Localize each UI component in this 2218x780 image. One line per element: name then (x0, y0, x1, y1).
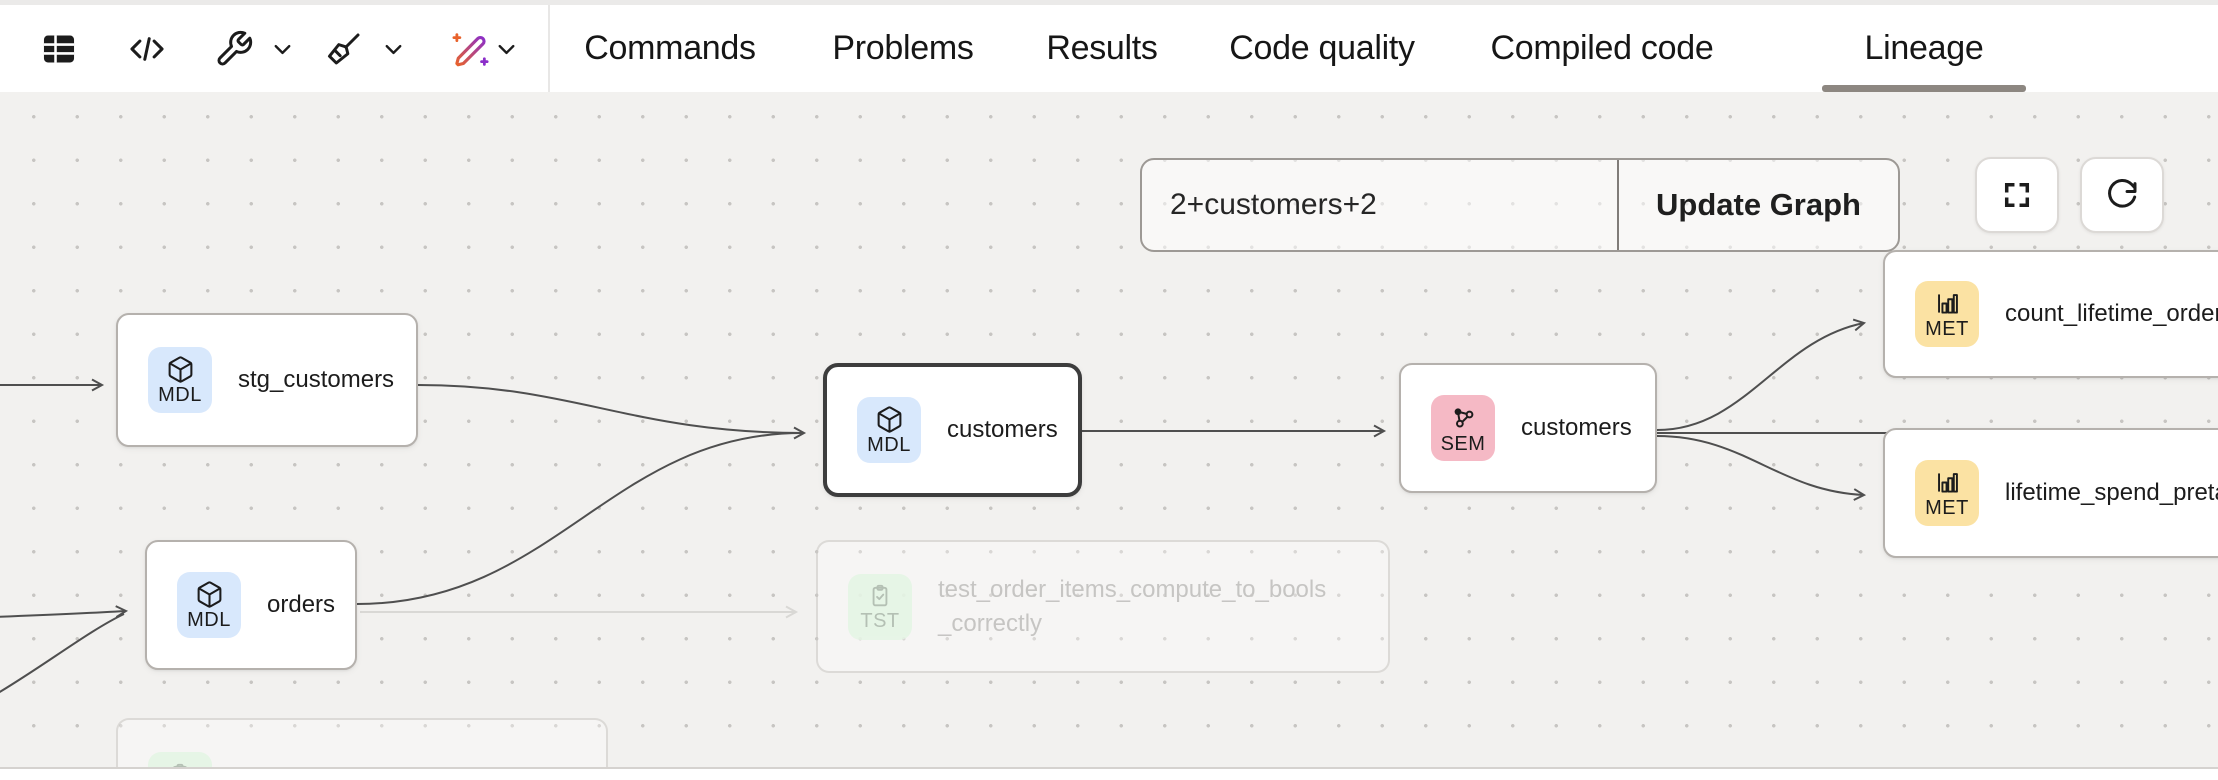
badge-type-label: TST (860, 610, 900, 632)
bar-chart-icon (1937, 294, 1958, 314)
semantic-badge: SEM (1431, 395, 1495, 461)
ai-assist-button[interactable] (449, 28, 491, 70)
build-tools-dropdown[interactable] (269, 36, 296, 63)
table-view-button[interactable] (40, 30, 78, 68)
tab-compiled-code[interactable]: Compiled code (1488, 5, 1716, 92)
update-graph-button[interactable]: Update Graph (1617, 160, 1898, 250)
badge-type-label: MDL (158, 384, 202, 406)
fit-view-button[interactable] (1975, 157, 2059, 233)
model-badge: MDL (857, 397, 921, 463)
node-label: lifetime_spend_preta (2005, 479, 2218, 507)
node-stg-customers[interactable]: MDL stg_customers (116, 313, 418, 447)
chevron-down-icon (274, 44, 291, 55)
node-test-order-items[interactable]: TST test_order_items_compute_to_bools_co… (816, 540, 1390, 673)
badge-type-label: MET (1925, 318, 1969, 340)
tab-problems[interactable]: Problems (830, 5, 976, 92)
magic-wand-icon (452, 33, 489, 67)
node-label: stg_customers (238, 366, 395, 394)
node-label: test_order_items_compute_to_bools_correc… (938, 575, 1327, 637)
node-partial-test[interactable]: TST (116, 718, 608, 767)
clipboard-check-icon (872, 584, 888, 607)
metric-badge: MET (1915, 281, 1979, 347)
cleanup-dropdown[interactable] (380, 36, 407, 63)
model-badge: MDL (177, 572, 241, 638)
cleanup-button[interactable] (323, 28, 365, 70)
node-lifetime-spend-pretax[interactable]: MET lifetime_spend_preta (1883, 428, 2218, 558)
cube-icon (197, 581, 221, 608)
model-selector-input[interactable] (1142, 160, 1617, 250)
badge-type-label: SEM (1440, 432, 1486, 455)
refresh-icon (2108, 179, 2137, 208)
node-orders[interactable]: MDL orders (145, 540, 357, 670)
tab-commands[interactable]: Commands (584, 5, 756, 92)
model-badge: MDL (148, 347, 212, 413)
network-icon (1454, 407, 1474, 427)
refresh-button[interactable] (2080, 157, 2164, 233)
editor-header: Commands Problems Results Code quality C… (0, 5, 2218, 92)
cube-icon (877, 406, 901, 433)
header-divider (548, 5, 550, 92)
node-label: customers (1521, 414, 1632, 442)
wrench-icon (217, 30, 253, 66)
badge-type-label: MDL (187, 609, 231, 631)
metric-badge: MET (1915, 460, 1979, 526)
clipboard-check-icon (172, 763, 188, 767)
chevron-down-icon (385, 44, 402, 55)
lineage-canvas[interactable]: MDL stg_customers MDL orders MDL custome… (0, 92, 2218, 769)
node-customers-model[interactable]: MDL customers (823, 363, 1082, 497)
node-count-lifetime-order[interactable]: MET count_lifetime_order (1883, 250, 2218, 378)
code-icon (130, 37, 164, 61)
node-label: customers (947, 416, 1058, 444)
bottom-panel-strip (0, 769, 2218, 780)
code-view-button[interactable] (127, 30, 167, 68)
window-top-strip (0, 0, 2218, 5)
ai-assist-dropdown[interactable] (493, 36, 520, 63)
cube-icon (168, 356, 192, 383)
model-selector-group: Update Graph (1140, 158, 1900, 252)
node-label: orders (267, 591, 336, 619)
test-badge: TST (148, 752, 212, 767)
broom-icon (327, 33, 360, 65)
table-icon (43, 35, 75, 63)
fullscreen-icon (2004, 182, 2030, 208)
bar-chart-icon (1937, 473, 1958, 493)
chevron-down-icon (498, 44, 515, 55)
badge-type-label: MET (1925, 497, 1969, 519)
node-customers-semantic[interactable]: SEM customers (1399, 363, 1657, 493)
node-label: count_lifetime_order (2005, 300, 2218, 328)
badge-type-label: MDL (867, 434, 911, 456)
test-badge: TST (848, 573, 912, 640)
tab-lineage[interactable]: Lineage (1822, 5, 2026, 92)
tab-results[interactable]: Results (1043, 5, 1161, 92)
build-tools-button[interactable] (214, 29, 254, 69)
tab-code-quality[interactable]: Code quality (1228, 5, 1416, 92)
